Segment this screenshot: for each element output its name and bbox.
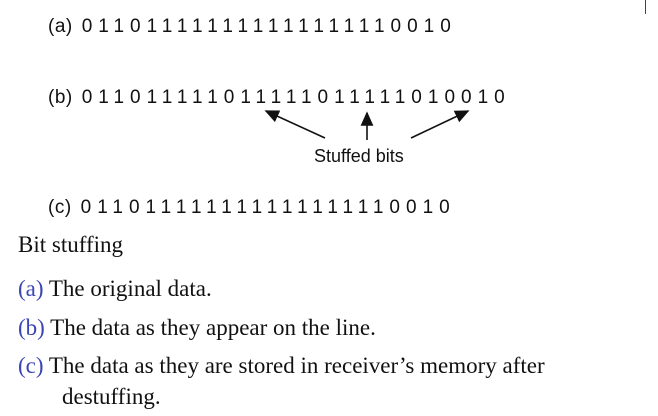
edge-mark <box>645 0 646 14</box>
row-b-bits: 011011111011111011111010010 <box>81 87 511 108</box>
arrow-right <box>410 110 470 139</box>
row-destuffed-data: (c) 011011111111111111110010 <box>48 197 456 219</box>
arrow-left <box>264 110 326 139</box>
caption-item-c-continuation: destuffing. <box>62 384 161 409</box>
caption-title: Bit stuffing <box>18 232 124 257</box>
caption-item-c: (c) The data as they are stored in recei… <box>18 353 545 379</box>
caption-text-c: The data as they are stored in receiver’… <box>43 353 545 378</box>
caption-item-b: (b) The data as they appear on the line. <box>18 315 376 341</box>
row-b-label: (b) <box>48 87 73 108</box>
caption-tag-b: (b) <box>18 315 45 340</box>
row-c-label: (c) <box>48 197 72 218</box>
row-c-bits: 011011111111111111110010 <box>80 197 456 218</box>
caption-text-a: The original data. <box>43 276 212 301</box>
row-a-bits: 011011111111111111110010 <box>81 16 457 37</box>
row-line-data: (b) 011011111011111011111010010 <box>48 87 511 109</box>
caption-tag-c: (c) <box>18 353 44 378</box>
row-a-label: (a) <box>48 16 73 37</box>
stuffed-bits-label: Stuffed bits <box>314 146 404 166</box>
caption-text-b: The data as they appear on the line. <box>44 315 376 340</box>
caption-item-a: (a) The original data. <box>18 276 212 302</box>
caption-tag-a: (a) <box>18 276 44 301</box>
row-original-data: (a) 011011111111111111110010 <box>48 16 457 38</box>
